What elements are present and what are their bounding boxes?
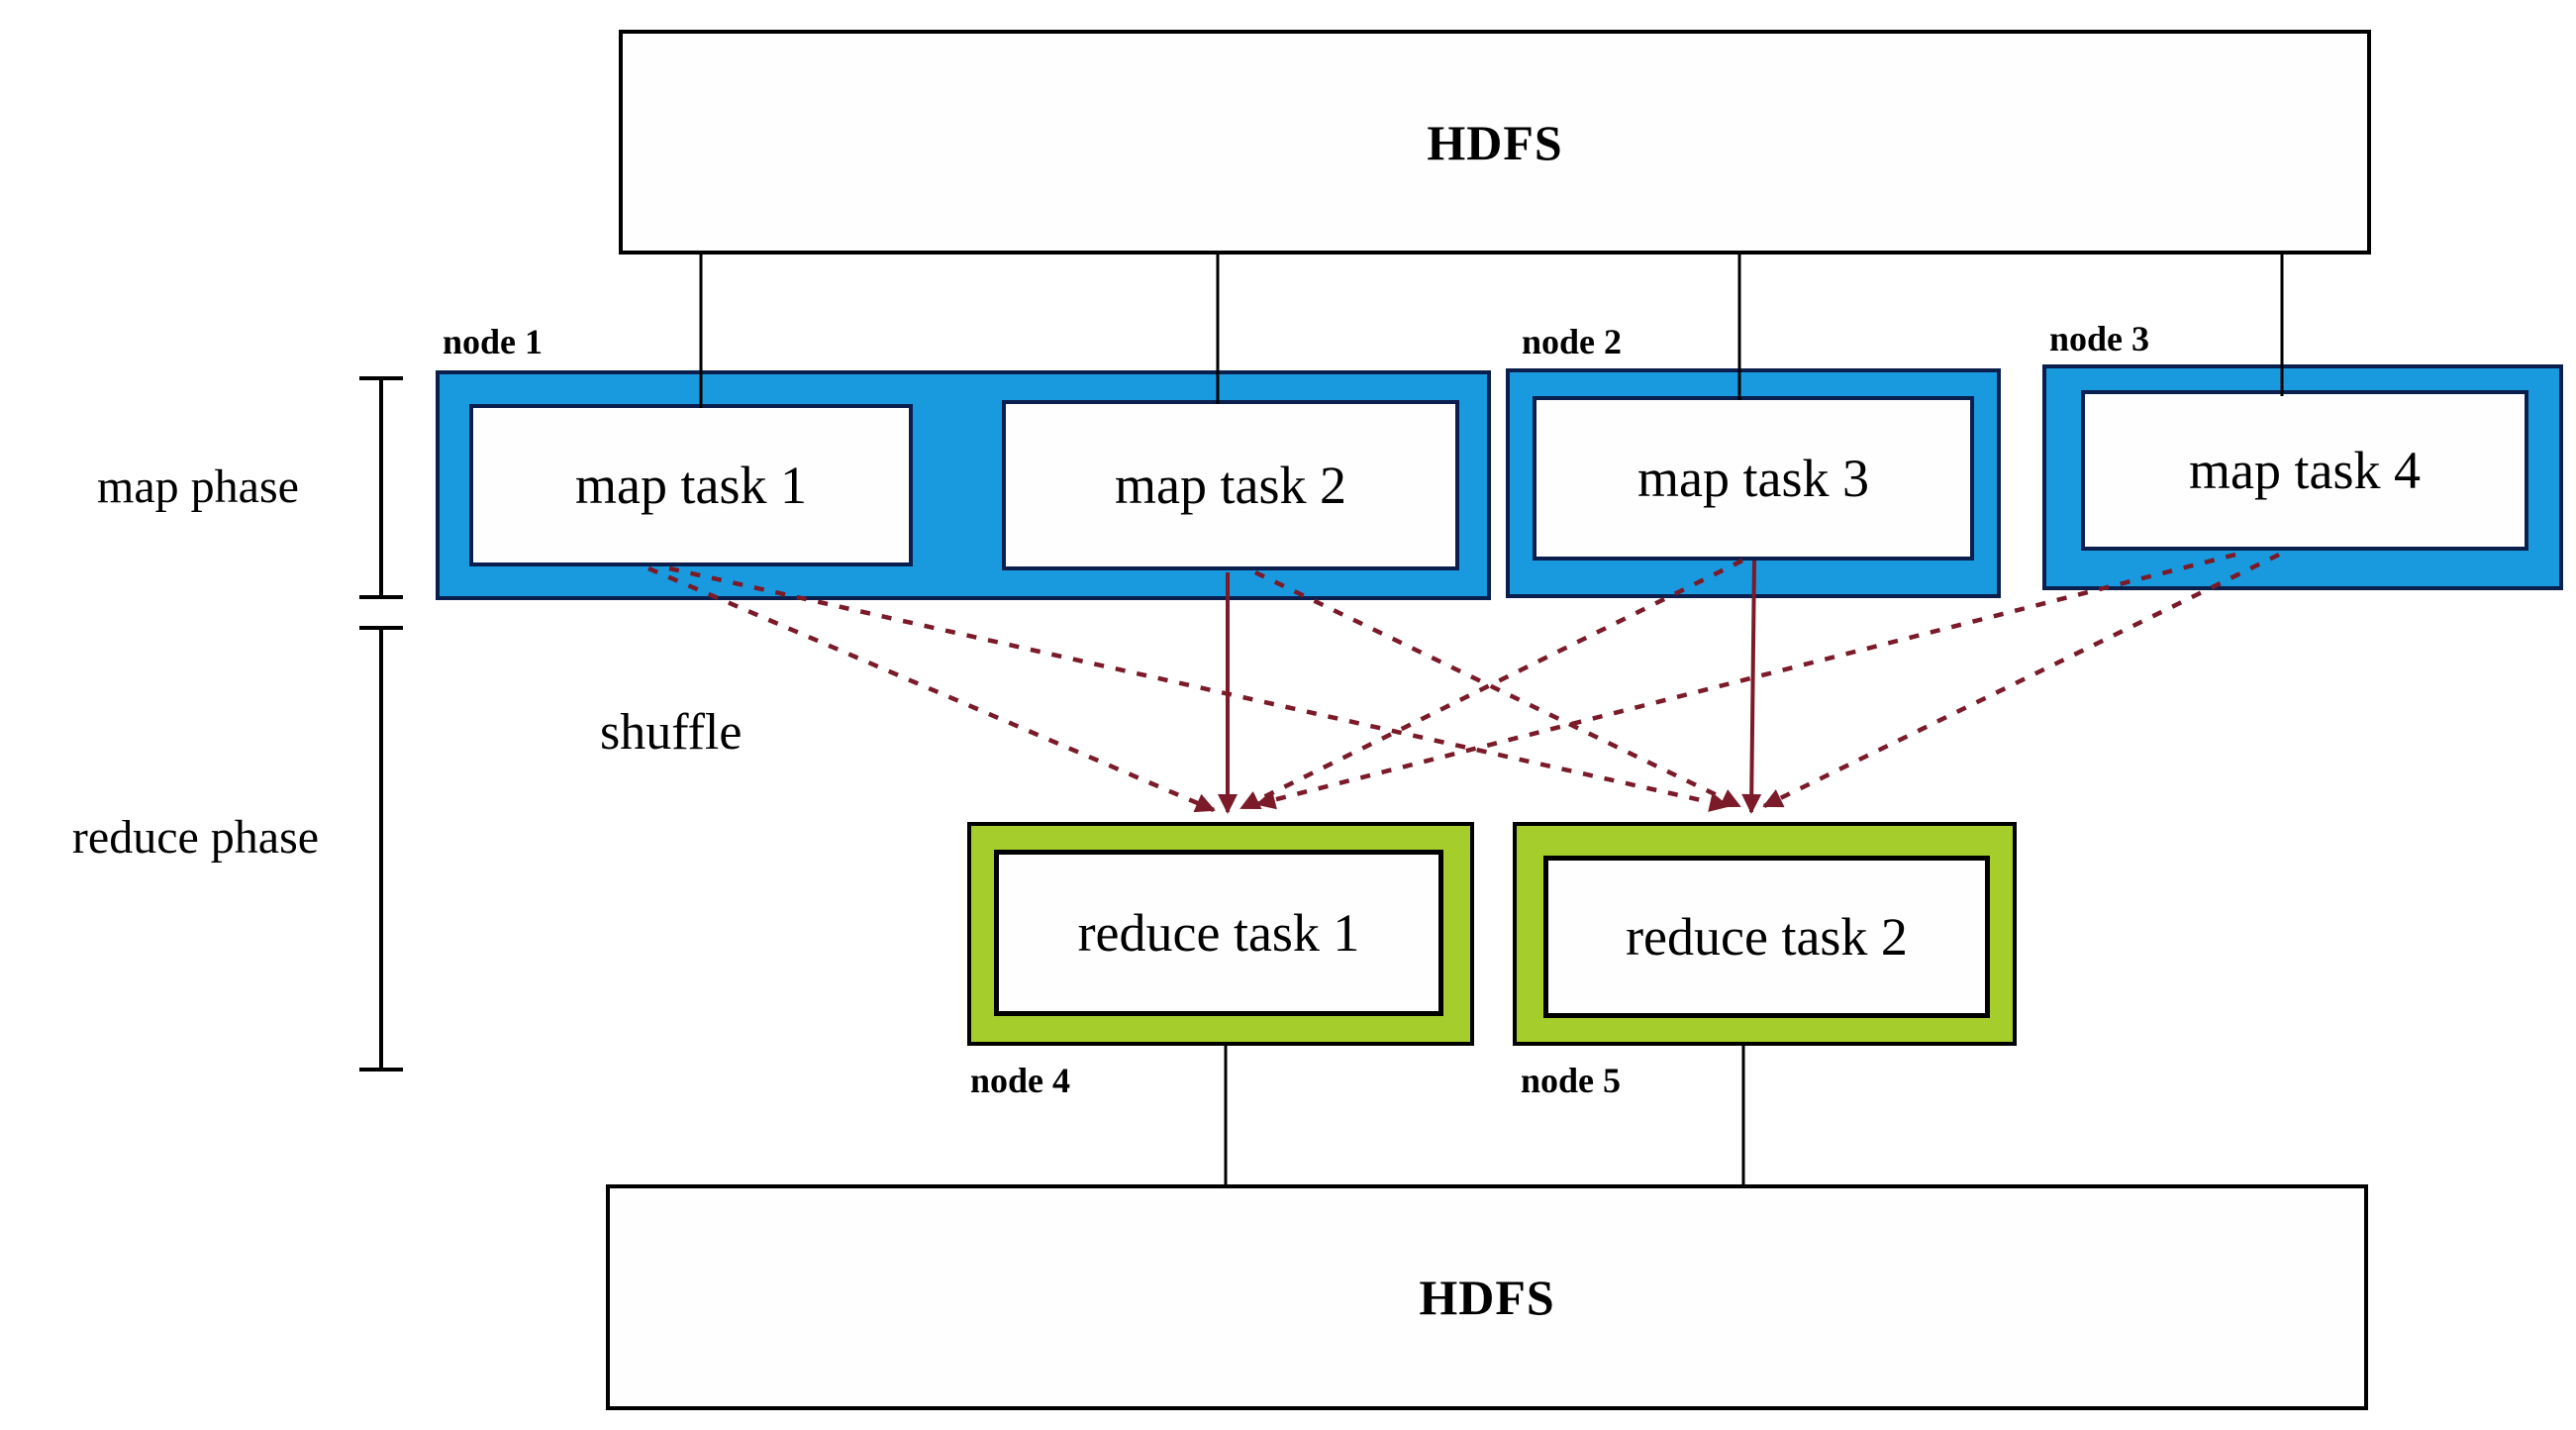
map-task-2-box: map task 2 [1002,400,1459,570]
hdfs-bottom-box: HDFS [606,1184,2368,1410]
shuffle-map2-to-reduce2-line [1254,569,1741,809]
map-phase-label: map phase [97,460,299,513]
hdfs-top-label: HDFS [1427,114,1563,170]
shuffle-map1-to-reduce2-line [668,565,1730,812]
shuffle-map1-to-reduce1-line [647,565,1216,813]
map-task-2-label: map task 2 [1115,456,1346,515]
node-2-label: node 2 [1522,322,1623,361]
shuffle-map3-to-reduce2-line [1741,560,1762,814]
map-task-4-label: map task 4 [2189,441,2421,500]
map-task-3-label: map task 3 [1637,449,1869,508]
map-task-3-box: map task 3 [1533,396,1974,561]
hdfs-bottom-label: HDFS [1419,1270,1555,1325]
reduce-task-1-box: reduce task 1 [994,850,1443,1016]
map-task-1-box: map task 1 [469,404,913,566]
reduce-phase-label: reduce phase [71,811,320,864]
map-task-1-label: map task 1 [575,456,807,515]
reduce-task-2-box: reduce task 2 [1543,856,1990,1018]
node-4-label: node 4 [970,1061,1071,1100]
reduce-task-1-label: reduce task 1 [1077,903,1360,963]
hdfs-top-box: HDFS [619,30,2371,255]
shuffle-label: shuffle [600,704,743,761]
map-task-4-box: map task 4 [2081,390,2528,551]
node-1-label: node 1 [443,322,544,361]
node-5-label: node 5 [1521,1061,1622,1100]
reduce-task-2-label: reduce task 2 [1626,907,1908,967]
node-3-label: node 3 [2049,319,2150,358]
